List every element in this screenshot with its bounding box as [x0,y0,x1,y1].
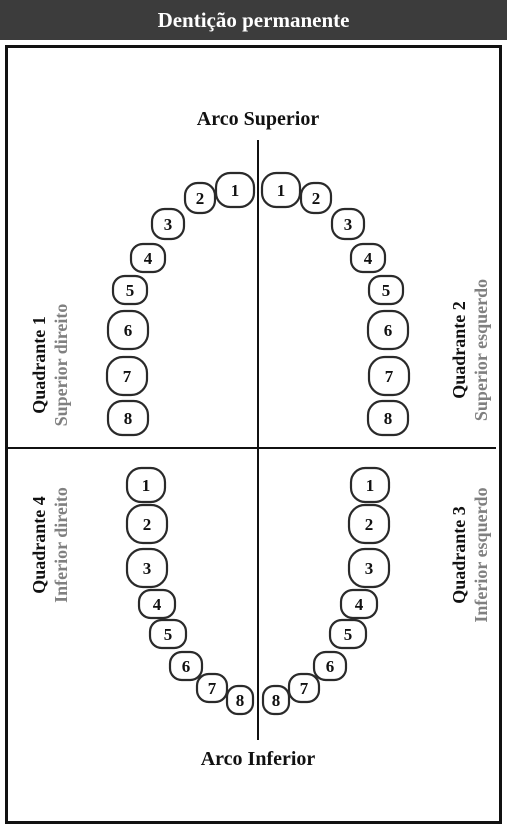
tooth-q4-5-number: 5 [164,625,173,644]
tooth-q3-1 [349,466,391,504]
quadrant-3-label: Quadrante 3 Inferior esquerdo [448,487,492,622]
quadrant-4-title: Quadrante 4 [29,496,49,594]
diagram-header: Dentição permanente [0,0,507,40]
tooth-q1-5 [111,274,149,306]
quadrant-3-title: Quadrante 3 [449,506,469,604]
tooth-q2-3 [330,207,366,241]
tooth-q2-5 [367,274,405,306]
quadrant-2-subtitle: Superior esquerdo [471,278,491,422]
tooth-q4-6-number: 6 [182,657,191,676]
tooth-q2-2-number: 2 [312,189,321,208]
quadrant-1-title: Quadrante 1 [29,316,49,414]
quadrant-4-label: Quadrante 4 Inferior direito [28,487,72,603]
tooth-q2-1 [260,171,302,209]
tooth-q2-7-number: 7 [385,367,394,386]
tooth-q3-8 [261,684,291,716]
tooth-q1-6 [106,309,150,351]
tooth-q3-4-number: 4 [355,595,364,614]
tooth-q3-4 [339,588,379,620]
tooth-q3-5-number: 5 [344,625,353,644]
tooth-q1-1 [214,171,256,209]
tooth-q4-4-number: 4 [153,595,162,614]
tooth-q1-8 [106,399,150,437]
tooth-q1-3-number: 3 [164,215,173,234]
tooth-q4-1 [125,466,167,504]
quadrant-2-title: Quadrante 2 [449,301,469,399]
tooth-q2-3-number: 3 [344,215,353,234]
tooth-q1-1-number: 1 [231,181,240,200]
tooth-q1-4-number: 4 [144,249,153,268]
upper-arch-label: Arco Superior [196,108,320,130]
tooth-q2-4-number: 4 [364,249,373,268]
tooth-q4-2-number: 2 [143,515,152,534]
tooth-q3-7 [287,672,321,704]
tooth-q1-5-number: 5 [126,281,135,300]
tooth-q1-7 [105,355,149,397]
tooth-q1-4 [129,242,167,274]
tooth-q2-8 [366,399,410,437]
tooth-q4-3 [125,547,169,589]
tooth-q4-1-number: 1 [142,476,151,495]
tooth-q1-2-number: 2 [196,189,205,208]
tooth-q1-7-number: 7 [123,367,132,386]
tooth-q1-8-number: 8 [124,409,133,428]
tooth-q1-6-number: 6 [124,321,133,340]
tooth-q1-3 [150,207,186,241]
tooth-q3-3-number: 3 [365,559,374,578]
tooth-q2-4 [349,242,387,274]
quadrant-3-subtitle: Inferior esquerdo [471,487,491,623]
tooth-q4-8-number: 8 [236,691,245,710]
quadrant-1-subtitle: Superior direito [51,303,71,427]
quadrant-4-subtitle: Inferior direito [51,487,71,603]
lower-arch-label: Arco Inferior [200,748,316,770]
tooth-q3-2-number: 2 [365,515,374,534]
tooth-q4-8 [225,684,255,716]
tooth-q4-7-number: 7 [208,679,217,698]
tooth-q2-5-number: 5 [382,281,391,300]
tooth-q4-4 [137,588,177,620]
tooth-q4-3-number: 3 [143,559,152,578]
tooth-q3-6-number: 6 [326,657,335,676]
tooth-q3-2 [347,503,391,545]
tooth-q4-2 [125,503,169,545]
tooth-q2-6-number: 6 [384,321,393,340]
tooth-q2-7 [367,355,411,397]
tooth-q1-2 [183,181,217,215]
tooth-q2-6 [366,309,410,351]
tooth-q2-1-number: 1 [277,181,286,200]
tooth-q3-7-number: 7 [300,679,309,698]
quadrant-1-label: Quadrante 1 Superior direito [28,304,72,427]
tooth-q3-3 [347,547,391,589]
tooth-q3-1-number: 1 [366,476,375,495]
quadrant-2-label: Quadrante 2 Superior esquerdo [448,279,492,421]
tooth-q2-8-number: 8 [384,409,393,428]
diagram-title: Dentição permanente [157,7,350,32]
tooth-q3-5 [328,618,368,650]
tooth-q4-6 [168,650,204,682]
tooth-q4-7 [195,672,229,704]
tooth-q4-5 [148,618,188,650]
tooth-q3-6 [312,650,348,682]
tooth-q3-8-number: 8 [272,691,281,710]
tooth-q2-2 [299,181,333,215]
